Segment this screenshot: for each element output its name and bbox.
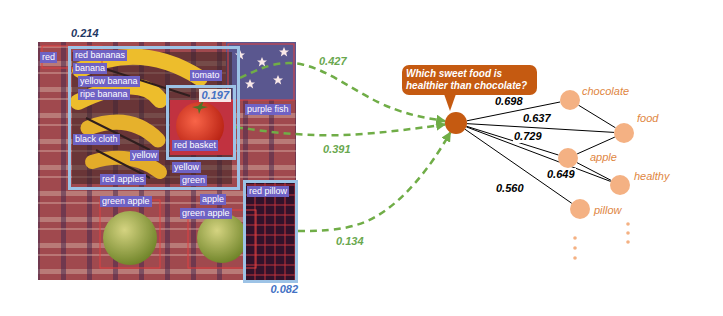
object-label: yellow banana xyxy=(78,76,140,87)
concept-label: pillow xyxy=(594,204,622,217)
ellipsis-dot xyxy=(573,236,577,240)
object-label: green xyxy=(180,175,207,186)
region-score: 0.197 xyxy=(199,89,231,102)
object-label: red pillow xyxy=(247,186,289,197)
object-label: red basket xyxy=(172,140,218,151)
concept-label: apple xyxy=(590,151,617,164)
concept-node: healthy xyxy=(610,175,630,195)
bubble-pointer xyxy=(444,94,456,111)
graph-edge xyxy=(577,163,611,181)
object-label: tomato xyxy=(190,70,222,81)
question-node: Which sweet food is healthier than choco… xyxy=(445,112,467,134)
concept-node: chocolate xyxy=(560,90,580,110)
concept-label: healthy xyxy=(634,170,669,183)
concept-node: pillow xyxy=(570,199,590,219)
concept-label: chocolate xyxy=(582,85,629,98)
concept-node: apple xyxy=(558,148,578,168)
edge-weight: 0.729 xyxy=(513,130,543,143)
object-label: purple fish xyxy=(245,104,291,115)
region-box: 0.2140.197 xyxy=(68,46,240,190)
object-label: black cloth xyxy=(73,134,120,145)
graph-edge xyxy=(466,127,610,182)
graph-edge xyxy=(465,129,572,203)
photo-tint xyxy=(38,42,296,280)
tablecloth xyxy=(38,42,296,280)
object-label: green apple xyxy=(180,208,232,219)
question-text: Which sweet food is healthier than choco… xyxy=(402,65,537,95)
edge-weight: 0.134 xyxy=(335,235,365,248)
ellipsis-dot xyxy=(573,246,577,250)
region-score: 0.082 xyxy=(270,283,298,296)
object-label: red apples xyxy=(100,174,146,185)
ellipsis-dot xyxy=(626,222,630,226)
concept-node: food xyxy=(614,123,634,143)
concept-label: food xyxy=(637,112,658,125)
object-label: ripe banana xyxy=(78,89,130,100)
ellipsis-dot xyxy=(626,231,630,235)
region-box: 0.197 xyxy=(166,85,236,160)
object-label: apple xyxy=(200,194,226,205)
detection-box xyxy=(100,200,160,268)
object-label: banana xyxy=(73,63,107,74)
object-label: red bananas xyxy=(73,50,127,61)
object-label: red xyxy=(40,52,57,63)
attention-arrow xyxy=(236,124,445,135)
object-label: green apple xyxy=(100,196,152,207)
object-label: yellow xyxy=(130,150,159,161)
attention-arrow xyxy=(298,132,450,231)
ellipsis-dot xyxy=(626,240,630,244)
edge-weight: 0.427 xyxy=(318,55,348,68)
graph-edge xyxy=(579,105,616,128)
object-label: yellow xyxy=(172,162,201,173)
edge-weight: 0.560 xyxy=(495,182,525,195)
edge-weight: 0.637 xyxy=(522,112,552,125)
edge-weight: 0.649 xyxy=(546,168,576,181)
edge-weight: 0.391 xyxy=(322,143,352,156)
ellipsis-dot xyxy=(573,256,577,260)
graph-edge xyxy=(466,126,558,155)
region-box: 0.082 xyxy=(243,180,298,283)
region-score: 0.214 xyxy=(71,27,99,40)
edge-weight: 0.698 xyxy=(494,95,524,108)
